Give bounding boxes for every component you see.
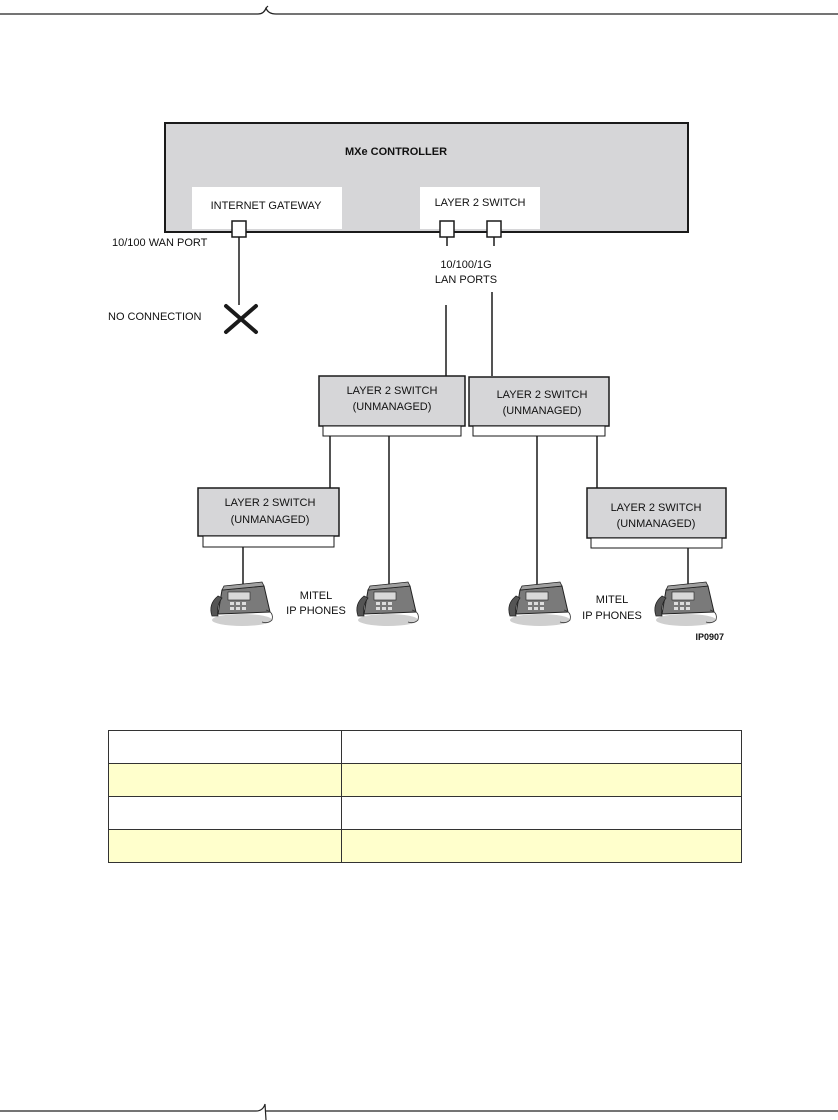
table-cell — [341, 796, 742, 830]
switch-label-line1: LAYER 2 SWITCH — [611, 502, 702, 514]
table-cell — [108, 829, 342, 863]
footer-rule — [0, 1103, 267, 1120]
switch-label-line1: LAYER 2 SWITCH — [225, 497, 316, 509]
lan-ports-label-line2: LAN PORTS — [435, 274, 497, 286]
no-connection-x — [224, 304, 258, 334]
switch-port-strip — [590, 537, 723, 549]
internet-gateway-panel — [192, 187, 342, 229]
table-cell — [108, 763, 342, 797]
info-table — [108, 730, 742, 863]
controller-switch-label: LAYER 2 SWITCH — [435, 197, 526, 209]
phones-label-right-line2: IP PHONES — [582, 610, 642, 622]
phones-label-right-line1: MITEL — [596, 594, 628, 606]
switch-low-left: LAYER 2 SWITCH (UNMANAGED) — [197, 487, 340, 548]
switch-low-right: LAYER 2 SWITCH (UNMANAGED) — [586, 487, 727, 549]
table-cell — [341, 730, 742, 764]
table-row — [108, 763, 742, 797]
switch-port-strip — [202, 535, 335, 548]
table-row — [108, 730, 742, 764]
switch-label-line2: (UNMANAGED) — [231, 514, 310, 526]
header-rule — [265, 7, 838, 15]
switch-label-line1: LAYER 2 SWITCH — [497, 389, 588, 401]
table-row — [108, 796, 742, 830]
table-cell — [341, 829, 742, 863]
switch-label-line2: (UNMANAGED) — [617, 518, 696, 530]
phones-label-left-line1: MITEL — [300, 590, 332, 602]
switch-label-line2: (UNMANAGED) — [353, 401, 432, 413]
mxe-controller-title: MXe CONTROLLER — [345, 146, 447, 158]
figure-id: IP0907 — [695, 632, 724, 642]
lan-port-1 — [439, 220, 455, 238]
switch-mid-right: LAYER 2 SWITCH (UNMANAGED) — [468, 376, 610, 437]
table-cell — [108, 796, 342, 830]
lan-ports-label-line1: 10/100/1G — [440, 259, 491, 271]
switch-label-line2: (UNMANAGED) — [503, 405, 582, 417]
wan-port-label: 10/100 WAN PORT — [112, 237, 208, 249]
switch-port-strip — [322, 425, 462, 437]
wan-port — [231, 220, 247, 238]
lan-port-2 — [486, 220, 502, 238]
table-cell — [341, 763, 742, 797]
internet-gateway-label: INTERNET GATEWAY — [211, 200, 322, 212]
network-diagram: MXe CONTROLLER INTERNET GATEWAY LAYER 2 … — [108, 122, 727, 642]
table-cell — [108, 730, 342, 764]
switch-mid-left: LAYER 2 SWITCH (UNMANAGED) — [318, 375, 466, 437]
table-row — [108, 829, 742, 863]
switch-port-strip — [472, 425, 606, 437]
phones-label-left-line2: IP PHONES — [286, 605, 346, 617]
switch-label-line1: LAYER 2 SWITCH — [347, 385, 438, 397]
no-connection-label: NO CONNECTION — [108, 311, 202, 323]
